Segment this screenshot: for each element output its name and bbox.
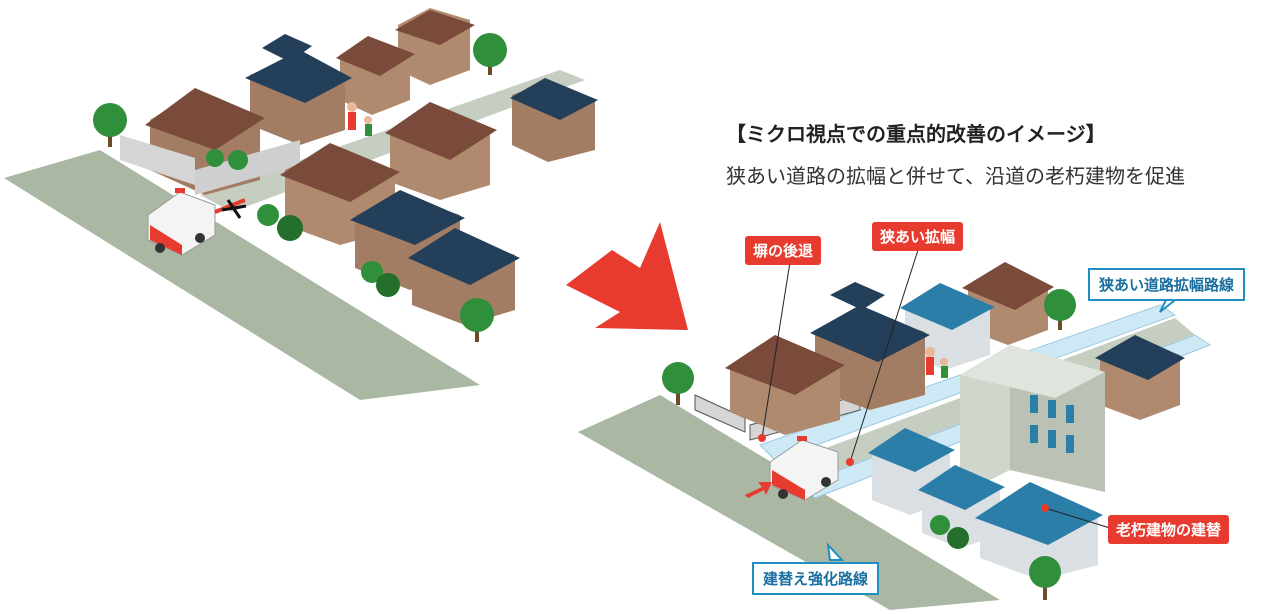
house-icon — [810, 282, 930, 410]
tree-icon — [473, 33, 507, 75]
tree-icon — [662, 362, 694, 405]
tree-icon — [361, 261, 400, 297]
house-icon — [510, 78, 598, 162]
tree-icon — [1029, 556, 1061, 600]
page-subtitle: 狭あい道路の拡幅と併せて、沿道の老朽建物を促進 — [726, 164, 1185, 188]
wall-icon — [120, 135, 195, 185]
house-icon — [395, 8, 475, 85]
person-icon — [364, 116, 372, 136]
arrow-icon — [214, 198, 247, 219]
house-icon — [408, 228, 520, 325]
before-scene — [4, 8, 598, 400]
tree-icon — [1044, 289, 1076, 330]
tree-icon — [206, 149, 248, 170]
house-icon — [385, 102, 497, 200]
label-narrow-route: 狭あい道路拡幅路線 — [1088, 268, 1246, 301]
label-reinforce-route: 建替え強化路線 — [752, 562, 880, 595]
person-icon — [925, 347, 935, 375]
house-icon — [336, 36, 415, 115]
page-title: 【ミクロ視点での重点的改善のイメージ】 — [726, 122, 1106, 146]
person-icon — [940, 358, 948, 378]
house-icon — [245, 34, 352, 145]
tree-icon — [93, 103, 127, 147]
wall-icon — [195, 140, 300, 195]
house-icon — [1095, 335, 1185, 420]
building-icon — [960, 345, 1105, 495]
arrow-icon — [745, 482, 772, 498]
house-icon — [725, 335, 845, 435]
main-road-after — [578, 395, 1000, 610]
label-rebuild: 老朽建物の建替 — [1108, 515, 1230, 544]
main-road-before — [4, 150, 480, 400]
tree-icon — [930, 515, 969, 549]
ambulance-icon — [147, 188, 216, 256]
label-narrow-widening: 狭あい拡幅 — [872, 222, 964, 251]
arrow-icon — [566, 222, 688, 330]
label-wall-setback: 塀の後退 — [745, 236, 822, 265]
house-icon — [975, 482, 1103, 580]
person-icon — [347, 102, 357, 130]
after-scene — [578, 249, 1212, 610]
tree-icon — [460, 298, 494, 342]
wall-icon — [694, 394, 746, 433]
tree-icon — [257, 204, 303, 241]
